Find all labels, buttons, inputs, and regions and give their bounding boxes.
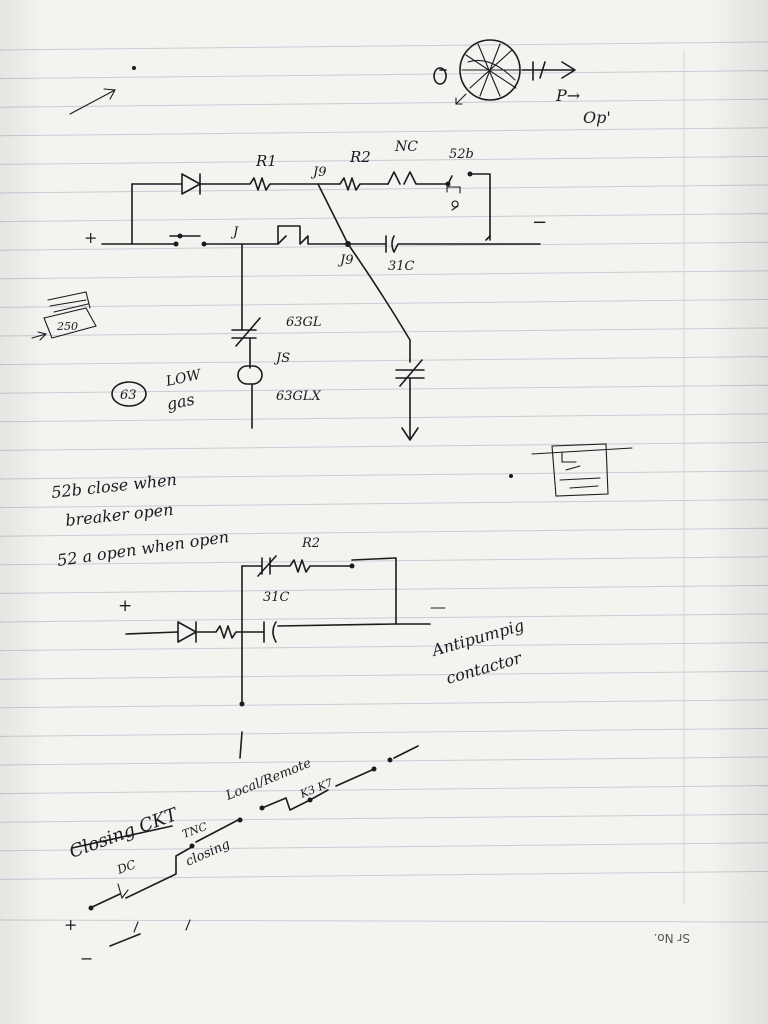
- label-minus-c: −: [80, 949, 93, 968]
- label-31c: 31C: [388, 259, 415, 274]
- contact-52b: [447, 173, 491, 241]
- protection-circuit: 250 R1 J9 R2 NC 52b + − J J9 31C 63GL JS…: [31, 139, 547, 441]
- ruled-line: [0, 98, 768, 108]
- ruled-line: [0, 870, 768, 880]
- ruled-lines: [0, 41, 768, 880]
- ruled-line: [0, 470, 768, 480]
- ruled-line: [0, 613, 768, 623]
- label-52b: 52b: [449, 147, 474, 162]
- contact-j: [203, 225, 387, 245]
- ruled-line: [0, 813, 768, 823]
- ruled-line: [0, 270, 768, 280]
- label-j: J: [230, 225, 239, 240]
- ruled-line: [0, 213, 768, 223]
- ruled-line: [0, 842, 768, 852]
- label-js: JS: [273, 351, 290, 366]
- label-minus: −: [532, 212, 547, 233]
- label-r1: R1: [255, 152, 277, 170]
- label-dc: DC: [114, 857, 137, 877]
- ruled-line: [0, 785, 768, 795]
- label-nc: NC: [394, 139, 418, 155]
- box-value: 250: [56, 320, 78, 333]
- label-closing: closing: [184, 837, 233, 870]
- ruled-line: [0, 727, 768, 737]
- relay-coil: [237, 365, 263, 385]
- underline: [71, 825, 173, 849]
- label-gas: gas: [165, 390, 196, 414]
- label-closing-ckt: Closing CKT: [67, 803, 183, 862]
- nc-contact: [387, 171, 447, 185]
- p-arrow-label: P→: [555, 86, 580, 105]
- relay-number-circle: [111, 381, 147, 407]
- label-63glx: 63GLX: [276, 389, 322, 404]
- ruled-line: [0, 41, 768, 51]
- op-label: Op': [583, 108, 611, 127]
- ruled-line: [0, 155, 768, 165]
- ruled-line: [0, 584, 768, 594]
- label-relay-no: 63: [120, 388, 137, 403]
- contact-63gl: [231, 317, 261, 347]
- label-plus-c: +: [64, 915, 77, 934]
- diode-symbol-2: [177, 621, 197, 643]
- footer-line: [0, 919, 768, 923]
- ruled-line: [0, 756, 768, 766]
- ruled-line: [0, 642, 768, 652]
- ruled-line: [0, 499, 768, 509]
- capacitor-31c: [385, 235, 541, 253]
- label-r2-b: R2: [301, 536, 320, 551]
- label-r2: R2: [349, 148, 371, 166]
- ruled-line: [0, 70, 768, 80]
- label-j9-bottom: J9: [337, 253, 353, 268]
- ruled-line: [0, 413, 768, 423]
- label-plus-b: +: [118, 596, 132, 616]
- ruled-line: [0, 384, 768, 394]
- ruled-line: [0, 527, 768, 537]
- ruled-line: [0, 670, 768, 680]
- resistor-r1-r2: [199, 177, 389, 191]
- capacitor-31c-2: [263, 621, 277, 643]
- sr-no-label: Sr No.: [654, 931, 690, 945]
- note-line-2: breaker open: [64, 500, 174, 530]
- arrow-doodle: [69, 88, 116, 115]
- label-63gl: 63GL: [286, 315, 322, 330]
- ruled-line: [0, 699, 768, 709]
- label-31c-b: 31C: [263, 590, 290, 605]
- ink-dot: [132, 66, 136, 70]
- j9-link: [317, 183, 349, 245]
- ruled-line: [0, 556, 768, 566]
- sheet-doodle: [509, 443, 633, 497]
- box-doodle: [31, 291, 97, 341]
- ruled-line: [0, 298, 768, 308]
- circle-doodle: [433, 39, 576, 105]
- ruled-line: [0, 184, 768, 194]
- label-low: LOW: [164, 367, 204, 391]
- label-plus: +: [84, 228, 97, 247]
- label-j9-top: J9: [310, 165, 326, 180]
- ruled-line: [0, 441, 768, 451]
- ruled-line: [0, 127, 768, 137]
- ruled-line: [0, 327, 768, 337]
- ruled-line: [0, 241, 768, 251]
- label-minus-b: —: [430, 597, 446, 616]
- ruled-line: [0, 356, 768, 366]
- note-line-1: 52b close when: [50, 470, 177, 502]
